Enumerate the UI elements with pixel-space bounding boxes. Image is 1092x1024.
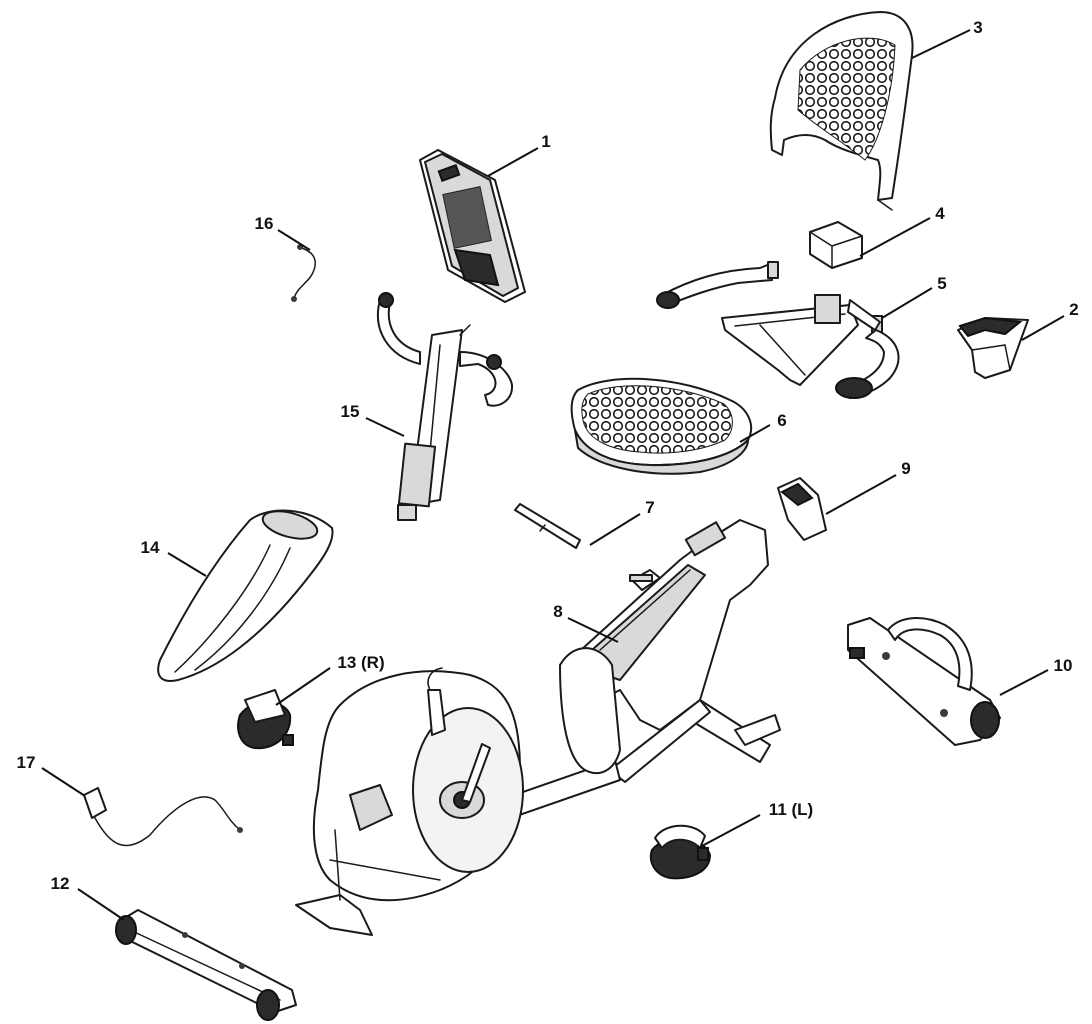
part-3-seat-back	[769, 11, 914, 211]
part-17-power-adapter	[83, 787, 243, 847]
callout-3: 3	[973, 18, 982, 37]
callout-4: 4	[935, 204, 945, 223]
callout-5: 5	[937, 274, 946, 293]
part-9-end-cap	[777, 477, 827, 541]
leader-3	[911, 29, 971, 59]
leader-7	[589, 513, 641, 546]
callout-17: 17	[17, 753, 36, 772]
callout-14: 14	[141, 538, 160, 557]
callout-16: 16	[255, 214, 274, 233]
leader-2	[1021, 315, 1065, 341]
callout-2: 2	[1069, 300, 1078, 319]
callout-labels: 1 2 3 4 5 6 7 8 9 10 11 (L) 12 13 (R) 14…	[17, 18, 1079, 893]
part-2-bottle-holder	[957, 316, 1029, 379]
callout-13: 13 (R)	[337, 653, 384, 672]
part-11-left-pedal	[650, 824, 712, 880]
leader-11	[701, 814, 761, 847]
leader-9	[825, 474, 897, 515]
leader-14	[167, 552, 207, 577]
callout-8: 8	[553, 602, 562, 621]
callout-1: 1	[541, 132, 550, 151]
leader-10	[999, 669, 1049, 696]
flywheel-housing	[295, 667, 524, 936]
leader-lines	[41, 29, 1065, 921]
leader-1	[487, 147, 539, 177]
callout-15: 15	[341, 402, 360, 421]
callout-7: 7	[645, 498, 654, 517]
part-15-upright	[377, 292, 514, 521]
leader-5	[881, 287, 933, 319]
part-14-shroud	[157, 509, 334, 682]
part-10-rear-stabilizer	[847, 617, 1001, 746]
part-16-cable	[291, 244, 316, 302]
callout-11: 11 (L)	[769, 800, 813, 819]
leader-4	[859, 217, 931, 257]
part-4-bracket-pad	[809, 221, 863, 269]
callout-12: 12	[51, 874, 70, 893]
part-1-console	[419, 149, 526, 303]
callout-10: 10	[1054, 656, 1073, 675]
leader-15	[365, 417, 405, 437]
leader-6	[739, 424, 771, 443]
callout-6: 6	[777, 411, 786, 430]
part-5-seat-frame	[656, 261, 900, 399]
part-7-pin	[514, 503, 581, 549]
part-8-main-frame	[499, 519, 781, 821]
part-12-front-stabilizer	[115, 909, 297, 1021]
callout-9: 9	[901, 459, 910, 478]
part-13-right-pedal	[237, 689, 294, 750]
leader-17	[41, 767, 86, 797]
leader-8	[567, 617, 619, 643]
part-6-seat-cushion	[570, 377, 753, 475]
leader-13	[275, 667, 331, 706]
leader-16	[277, 229, 311, 251]
leader-12	[77, 888, 125, 921]
